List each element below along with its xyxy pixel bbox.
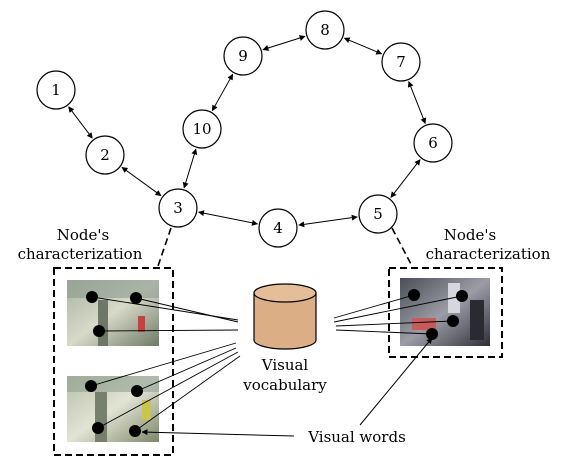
graph-node: 8 [305,10,345,50]
graph-edge [262,35,306,51]
keypoint-dot [93,325,105,337]
left-characterization-label: Node's [57,226,109,244]
keypoint-dot [447,315,459,327]
graph-node: 6 [413,123,453,163]
keypoint-link [134,355,241,432]
vocabulary-label: Visual [261,356,309,374]
keypoint-dot [85,380,97,392]
keypoint-dot [408,289,420,301]
node-label: 3 [173,199,183,217]
keypoint-dot [129,425,141,437]
node-label: 4 [273,219,283,237]
graph-edge [121,166,162,197]
node-label: 9 [238,47,248,65]
graph-edge [198,210,258,226]
node-label: 7 [396,53,406,71]
graph-edge [343,37,383,55]
node-label: 2 [100,146,110,164]
graph-edge [211,73,234,112]
keypoints [85,289,468,437]
keypoint-dot [456,290,468,302]
graph-node: 1 [36,70,76,110]
keypoint-link [98,329,239,332]
node-label: 1 [51,81,61,99]
graph-node: 3 [158,188,198,228]
keypoint-link [135,297,239,323]
graph-edge [298,214,358,228]
keypoint-link [335,320,454,327]
graph-node: 7 [381,42,421,82]
keypoint-dot [131,385,143,397]
right-characterization-box [388,267,503,358]
graph-edge [182,148,198,189]
keypoint-dot [86,291,98,303]
keypoint-link [333,295,463,323]
keypoint-link [90,342,237,387]
node3-connector [157,227,172,267]
keypoint-link [333,294,415,319]
vocabulary-label-2: vocabulary [242,376,327,394]
graph-nodes: 1 2 3 4 5 6 7 8 9 10 [36,10,453,248]
right-characterization-label-2: characterization [426,245,551,263]
node5-connector [391,227,413,267]
node-circle [381,42,421,82]
graph-node: 10 [182,109,222,149]
keypoint-link [97,351,239,429]
node-circle [36,70,76,110]
graph-node: 5 [358,194,398,234]
keypoint-dot [92,422,104,434]
node-label: 10 [192,120,211,138]
left-keyframe-bottom [67,376,159,442]
graph-node: 2 [85,135,125,175]
left-characterization-label-2: characterization [18,245,143,263]
keypoint-link [335,329,433,335]
node-circle [413,123,453,163]
keypoint-vocabulary-links [90,294,463,432]
graph-node: 9 [223,36,263,76]
node-circle [358,194,398,234]
node-label: 8 [320,21,330,39]
graph-edge [390,159,421,198]
node-label: 6 [428,134,438,152]
keypoint-link [136,347,237,392]
right-keyframe [400,278,490,346]
node-circle [182,109,222,149]
node-label: 5 [373,205,383,223]
node-circle [305,10,345,50]
visual-words-arrow-left [141,429,295,437]
graph-edges [68,35,427,228]
node-circle [158,188,198,228]
visual-words-label: Visual words [307,428,406,446]
visual-words-arrow-right [359,337,433,426]
left-keyframe-top [67,280,159,346]
database-cylinder-icon [253,283,317,350]
node-circle [258,208,298,248]
keypoint-dot [426,328,438,340]
graph-node: 4 [258,208,298,248]
keypoint-dot [130,292,142,304]
graph-edge [68,106,93,139]
node-circle [223,36,263,76]
graph-edge [407,80,427,125]
right-characterization-label: Node's [444,226,496,244]
node-circle [85,135,125,175]
